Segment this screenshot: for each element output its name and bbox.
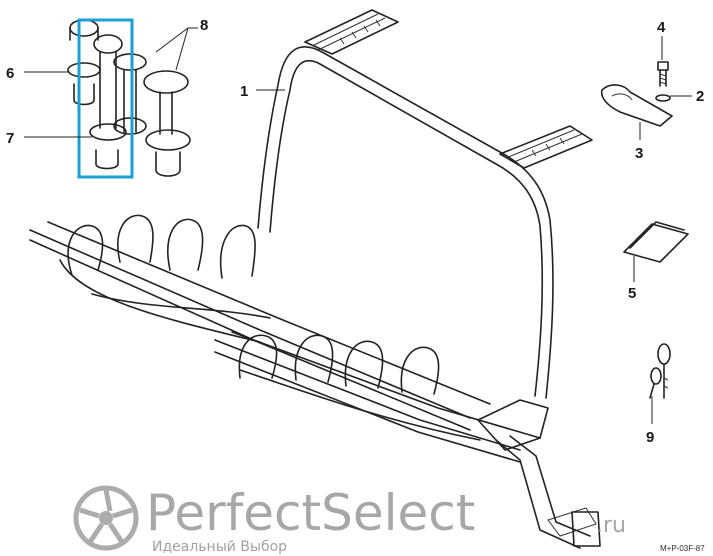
watermark-tld: .ru	[596, 513, 626, 538]
highlight-box	[77, 18, 134, 179]
callout-5: 5	[628, 285, 636, 302]
callout-1: 1	[240, 83, 248, 100]
callout-4: 4	[657, 19, 666, 36]
callout-7: 7	[6, 130, 14, 147]
reference-code: M+P-03F-87	[660, 544, 705, 553]
callout-8: 8	[200, 17, 208, 34]
callout-9: 9	[646, 429, 654, 446]
watermark-tagline: Идеальный Выбор	[152, 539, 287, 555]
rack-frame-drawing	[257, 9, 601, 549]
wheel-trays-drawing	[29, 214, 541, 463]
frame-holders-drawing	[67, 19, 191, 177]
leader-lines	[24, 27, 692, 424]
instruction-sheet-drawing	[623, 221, 689, 263]
callout-3: 3	[635, 145, 643, 162]
watermark-logo-icon	[73, 485, 139, 551]
keys-drawing	[649, 343, 671, 399]
watermark-brand: PerfectSelect	[146, 484, 475, 542]
callout-2: 2	[696, 88, 704, 105]
bolt-clamp-drawing	[600, 61, 673, 127]
callout-6: 6	[6, 65, 14, 82]
